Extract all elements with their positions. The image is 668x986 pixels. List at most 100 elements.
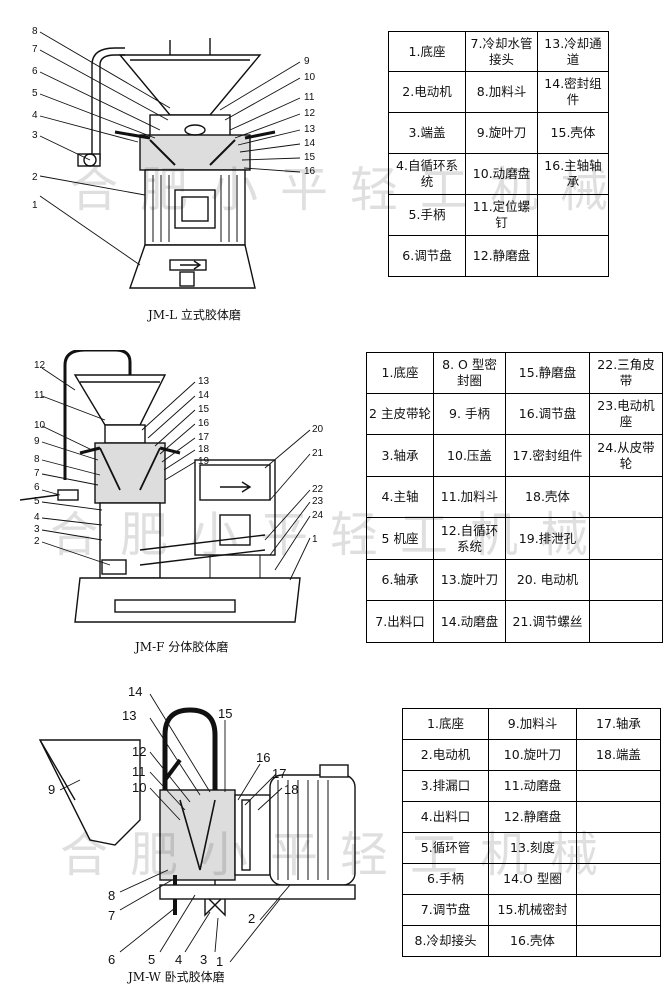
table-row: 2.电动机 8.加料斗 14.密封组件 — [388, 71, 609, 113]
jm-w-callout: 13 — [122, 708, 136, 723]
table-cell: 13.刻度 — [488, 832, 577, 864]
jm-l-callout: 14 — [304, 138, 316, 149]
jm-w-parts-table: 1.底座 9.加料斗 17.轴承 2.电动机 10.旋叶刀 18.端盖 3.排漏… — [402, 708, 661, 957]
jm-w-callout: 3 — [200, 952, 207, 967]
table-cell: 8.冷却接头 — [402, 925, 489, 957]
jm-l-callout: 5 — [32, 88, 38, 99]
jm-f-callout: 8 — [34, 454, 40, 465]
jm-f-callout: 23 — [312, 496, 324, 507]
jm-f-callout: 2 — [34, 536, 40, 547]
jm-f-callout: 7 — [34, 468, 40, 479]
jm-l-parts-table: 1.底座 7.冷却水管接头 13.冷却通道 2.电动机 8.加料斗 14.密封组… — [388, 31, 609, 277]
jm-l-callout: 9 — [304, 56, 310, 67]
jm-l-callout: 8 — [32, 26, 38, 37]
table-row: 7.出料口 14.动磨盘 21.调节螺丝 — [366, 600, 663, 643]
jm-l-callout: 7 — [32, 44, 38, 55]
jm-l-callout: 13 — [304, 124, 316, 135]
table-cell: 15.壳体 — [537, 112, 609, 154]
jm-w-callout: 11 — [132, 764, 146, 779]
jm-f-callout: 6 — [34, 482, 40, 493]
table-row: 6.手柄 14.O 型圈 — [402, 863, 661, 895]
table-row: 8.冷却接头 16.壳体 — [402, 925, 661, 957]
jm-w-caption: JM-W 卧式胶体磨 — [128, 970, 225, 984]
table-cell: 8. O 型密封圈 — [433, 352, 506, 394]
jm-f-callout: 22 — [312, 484, 324, 495]
jm-f-parts-table: 1.底座 8. O 型密封圈 15.静磨盘 22.三角皮带 2 主皮带轮 9. … — [366, 352, 663, 643]
table-cell: 4.出料口 — [402, 801, 489, 833]
table-row: 1.底座 7.冷却水管接头 13.冷却通道 — [388, 31, 609, 72]
jm-w-drawing: 1 2 3 4 5 6 7 8 9 10 11 12 13 14 15 16 1… — [20, 680, 370, 970]
jm-f-callout: 11 — [34, 390, 45, 401]
jm-w-callout: 4 — [175, 952, 182, 967]
jm-l-callout: 15 — [304, 152, 316, 163]
jm-f-callout: 20 — [312, 424, 324, 435]
table-cell: 2.电动机 — [402, 739, 489, 771]
table-cell: 17.密封组件 — [505, 434, 590, 477]
table-cell: 1.底座 — [388, 31, 466, 72]
table-cell: 16.壳体 — [488, 925, 577, 957]
jm-w-callout: 5 — [148, 952, 155, 967]
jm-w-svg: 1 2 3 4 5 6 7 8 9 10 11 12 13 14 15 16 1… — [38, 684, 356, 969]
jm-w-callout: 17 — [272, 766, 286, 781]
jm-w-callout: 7 — [108, 908, 115, 923]
table-row: 7.调节盘 15.机械密封 — [402, 894, 661, 926]
jm-w-callout: 16 — [256, 750, 270, 765]
table-cell: 7.出料口 — [366, 600, 434, 643]
table-cell: 18.端盖 — [576, 739, 661, 771]
jm-w-callout: 12 — [132, 744, 146, 759]
table-row: 6.调节盘 12.静磨盘 — [388, 235, 609, 277]
table-cell: 4.主轴 — [366, 476, 434, 518]
table-cell: 15.机械密封 — [488, 894, 577, 926]
table-cell — [537, 235, 609, 277]
table-cell: 11.动磨盘 — [488, 770, 577, 802]
table-row: 2.电动机 10.旋叶刀 18.端盖 — [402, 739, 661, 771]
jm-f-callout: 9 — [34, 436, 40, 447]
table-cell — [576, 925, 661, 957]
table-cell: 6.调节盘 — [388, 235, 466, 277]
jm-l-callout: 1 — [32, 200, 38, 211]
table-cell: 7.冷却水管接头 — [465, 31, 538, 72]
jm-w-callout: 10 — [132, 780, 146, 795]
table-cell: 1.底座 — [366, 352, 434, 394]
table-cell: 16.主轴轴承 — [537, 153, 609, 195]
table-row: 5.手柄 11.定位螺钉 — [388, 194, 609, 236]
jm-l-caption: JM-L 立式胶体磨 — [148, 308, 241, 322]
table-cell: 22.三角皮带 — [589, 352, 663, 394]
table-row: 5 机座 12.自循环系统 19.排泄孔 — [366, 517, 663, 560]
table-cell: 20. 电动机 — [505, 559, 590, 601]
table-cell: 10.旋叶刀 — [488, 739, 577, 771]
table-cell: 9. 手柄 — [433, 393, 506, 435]
table-cell: 9.旋叶刀 — [465, 112, 538, 154]
table-row: 4.主轴 11.加料斗 18.壳体 — [366, 476, 663, 518]
table-cell: 8.加料斗 — [465, 71, 538, 113]
jm-w-callout: 6 — [108, 952, 115, 967]
table-row: 3.排漏口 11.动磨盘 — [402, 770, 661, 802]
jm-f-callout: 14 — [198, 390, 210, 401]
jm-l-drawing: 1 2 3 4 5 6 7 8 9 10 11 12 13 14 15 16 — [20, 20, 350, 310]
table-cell: 5.手柄 — [388, 194, 466, 236]
jm-l-callout: 6 — [32, 66, 38, 77]
jm-w-callout: 9 — [48, 782, 55, 797]
table-cell: 15.静磨盘 — [505, 352, 590, 394]
table-cell: 12.自循环系统 — [433, 517, 506, 560]
jm-f-caption: JM-F 分体胶体磨 — [135, 640, 229, 654]
table-cell — [589, 476, 663, 518]
table-cell — [537, 194, 609, 236]
jm-f-callout: 12 — [34, 360, 46, 371]
table-row: 4.自循环系统 10.动磨盘 16.主轴轴承 — [388, 153, 609, 195]
jm-w-callout: 15 — [218, 706, 232, 721]
jm-f-callout: 19 — [198, 456, 210, 467]
table-cell: 5 机座 — [366, 517, 434, 560]
jm-f-callout: 16 — [198, 418, 210, 429]
jm-f-svg: 1 2 3 4 5 6 7 8 9 10 11 12 13 14 15 16 1… — [20, 350, 324, 623]
table-cell: 19.排泄孔 — [505, 517, 590, 560]
table-row: 4.出料口 12.静磨盘 — [402, 801, 661, 833]
table-row: 2 主皮带轮 9. 手柄 16.调节盘 23.电动机座 — [366, 393, 663, 435]
table-cell: 17.轴承 — [576, 708, 661, 740]
table-cell — [576, 863, 661, 895]
table-cell: 3.轴承 — [366, 434, 434, 477]
jm-f-callout: 15 — [198, 404, 210, 415]
jm-l-callout: 16 — [304, 166, 316, 177]
table-cell — [589, 559, 663, 601]
jm-l-callout: 11 — [304, 92, 315, 103]
